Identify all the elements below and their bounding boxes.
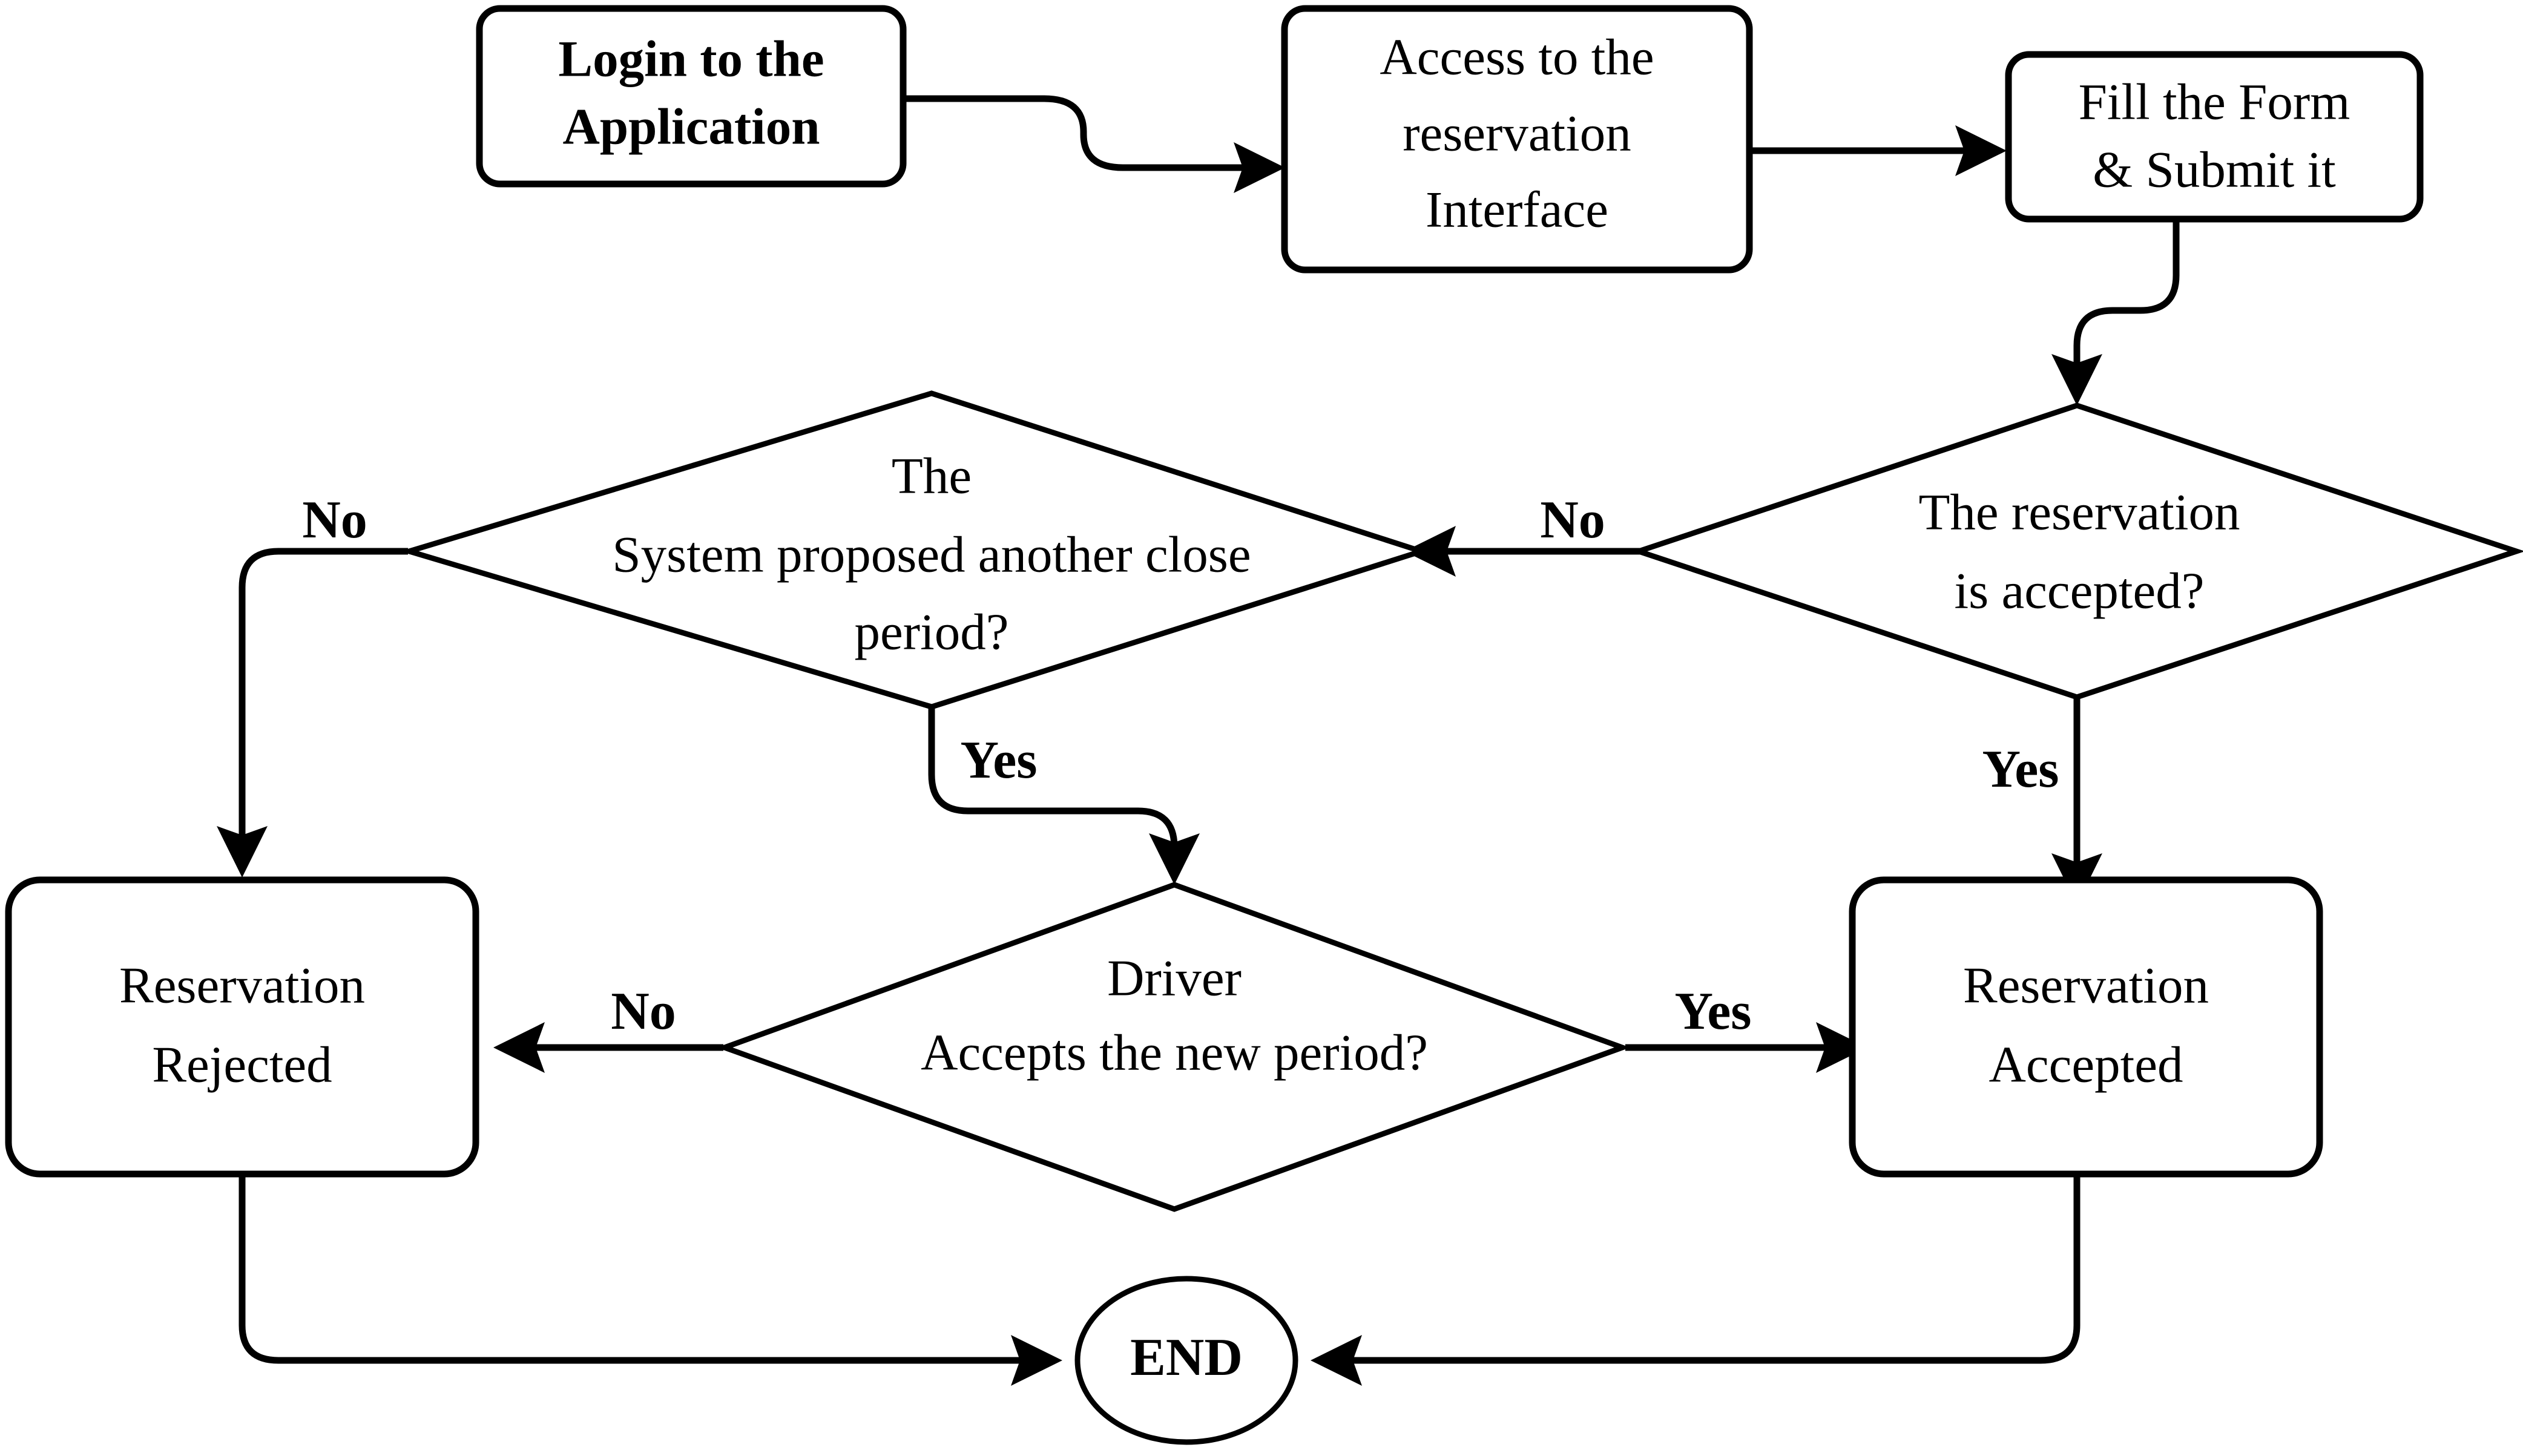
access-label-line1: Access to the [1380, 29, 1654, 86]
access-box-shape [1281, 5, 1753, 274]
system-proposed-line3: period? [855, 604, 1009, 661]
reservation-accepted-box-shape [1849, 876, 2323, 1178]
reservation-accepted-line1: Reservation [1963, 957, 2209, 1014]
edge-label-driver-no: No [611, 982, 676, 1041]
driver-accepts-line1: Driver [1107, 950, 1242, 1007]
end-label: END [1130, 1328, 1243, 1387]
edge-accepted-no-to-proposed [1404, 526, 1642, 577]
driver-accepts-diamond-shape [716, 882, 1631, 1212]
edge-proposed-yes-to-driver [928, 704, 1200, 885]
edge-accepted-yes-to-accepted-box [2051, 698, 2102, 905]
end-ellipse-shape [1074, 1276, 1298, 1445]
reservation-accepted-decision-line1: The reservation [1918, 484, 2240, 541]
node-reservation-accepted[interactable]: Reservation Accepted [1849, 876, 2323, 1178]
reservation-accepted-diamond-shape [1630, 402, 2523, 700]
reservation-accepted-decision-line2: is accepted? [1955, 563, 2205, 620]
edge-rejected-to-end [238, 1174, 1062, 1386]
arrowhead-driver-yes [1816, 1022, 1867, 1073]
system-proposed-line1: The [892, 448, 972, 505]
system-proposed-line2: System proposed another close [612, 526, 1251, 583]
edge-label-accepted-no: No [1540, 491, 1605, 549]
arrowhead-driver-no [493, 1022, 545, 1073]
login-label-line2: Application [562, 99, 820, 156]
arrowhead-accepted-to-end [1311, 1335, 1362, 1386]
reservation-rejected-line2: Rejected [152, 1037, 332, 1094]
edge-access-to-fillform [1749, 125, 2007, 176]
edge-label-accepted-yes: Yes [1982, 740, 2059, 799]
edge-label-proposed-yes: Yes [960, 731, 1037, 790]
edge-driver-no-to-rejected [493, 1022, 723, 1073]
arrowhead-proposed-no [217, 826, 268, 877]
edge-proposed-no-to-rejected [217, 548, 408, 877]
arrowhead-rejected-to-end [1011, 1335, 1062, 1386]
node-login-to-application[interactable]: Login to the Application [476, 5, 907, 188]
node-fill-form-submit[interactable]: Fill the Form & Submit it [2005, 51, 2424, 223]
node-decision-system-proposed-period[interactable]: The System proposed another close period… [400, 390, 1430, 710]
arrowhead-proposed-yes [1149, 833, 1200, 885]
arrowhead-access-to-fillform [1955, 125, 2007, 176]
node-decision-reservation-accepted[interactable]: The reservation is accepted? [1630, 402, 2523, 700]
node-access-reservation-interface[interactable]: Access to the reservation Interface [1281, 5, 1753, 274]
node-end[interactable]: END [1074, 1276, 1298, 1445]
edge-accepted-box-to-end [1311, 1174, 2081, 1386]
reservation-rejected-line1: Reservation [119, 957, 365, 1014]
arrowhead-fillform-to-decision [2051, 354, 2102, 405]
access-label-line2: reservation [1403, 105, 1631, 162]
arrowhead-login-to-access [1234, 142, 1285, 193]
access-label-line3: Interface [1426, 182, 1608, 238]
edge-fillform-to-accepted-decision [2051, 219, 2180, 405]
node-reservation-rejected[interactable]: Reservation Rejected [5, 876, 479, 1178]
node-decision-driver-accepts-period[interactable]: Driver Accepts the new period? [716, 882, 1631, 1212]
fillform-label-line1: Fill the Form [2079, 74, 2350, 131]
login-label-line1: Login to the [558, 31, 824, 88]
fillform-box-shape [2005, 51, 2424, 223]
driver-accepts-line2: Accepts the new period? [921, 1025, 1428, 1081]
system-proposed-diamond-shape [400, 390, 1430, 710]
edge-login-to-access [903, 95, 1285, 193]
reservation-rejected-box-shape [5, 876, 479, 1178]
edge-label-driver-yes: Yes [1674, 982, 1751, 1041]
edge-label-proposed-no: No [302, 491, 367, 549]
reservation-accepted-line2: Accepted [1989, 1037, 2183, 1094]
fillform-label-line2: & Submit it [2093, 142, 2336, 198]
edge-driver-yes-to-accepted-box [1625, 1022, 1867, 1073]
login-box-shape [476, 5, 907, 188]
